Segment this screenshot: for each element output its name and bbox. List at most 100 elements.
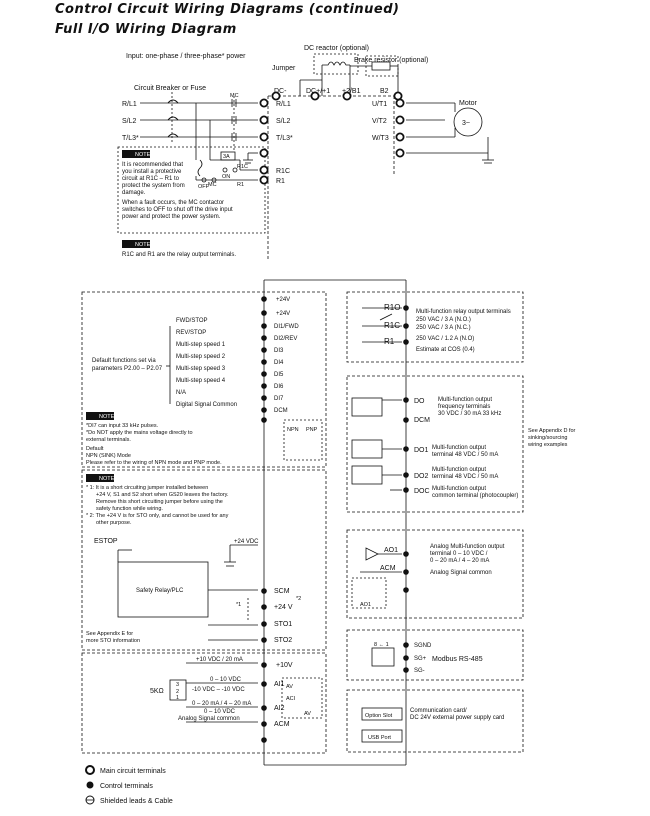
di-function-5: Multi-step speed 3 (176, 366, 226, 372)
page-title: Control Circuit Wiring Diagrams (continu… (55, 2, 400, 17)
rs485-sgplus: SG+ (414, 656, 427, 662)
note2-badge: NOTE (135, 242, 151, 248)
di-function-7: N/A (176, 390, 186, 396)
jumper-label: Jumper (272, 65, 296, 72)
di-note-2: *Do NOT apply the mains voltage directly… (86, 430, 193, 436)
drive-terminal-r: R/L1 (276, 101, 291, 108)
relay-terminal-r1: R1 (276, 178, 285, 185)
v24dc-label: +24 VDC (234, 539, 259, 545)
di-terminal-4: DI4 (274, 360, 284, 366)
page-subtitle: Full I/O Wiring Diagram (55, 22, 237, 37)
ai-switch-av1: AV (286, 684, 293, 690)
legend-symbols (85, 765, 95, 805)
rs485-label: Modbus RS-485 (432, 656, 483, 663)
switch-npn: NPN (287, 427, 299, 433)
do-terminal-doc: DOC (414, 488, 430, 495)
control-terminal (403, 655, 409, 661)
sto-note-badge: NOTE (99, 476, 115, 482)
sto-terminal-scm: SCM (274, 588, 290, 595)
relay-contact-symbol: 3A (223, 154, 230, 160)
comm-line-2: DC 24V external power supply card (410, 715, 504, 721)
line-label-r: R/L1 (122, 101, 137, 108)
relay-out-line-5: Estimate at COS (0.4) (416, 347, 475, 353)
relay-out-r1c: R1C (384, 321, 400, 330)
do-terminal-do: DO (414, 398, 425, 405)
main-terminal-symbol (85, 765, 95, 775)
output-terminal-v: V/T2 (372, 118, 387, 125)
di-terminal-1: DI1/FWD (274, 324, 299, 330)
control-terminal-symbol (86, 781, 94, 789)
analog-label-1: +10 VDC / 20 mA (196, 657, 243, 663)
note1-line-5: damage. (122, 190, 146, 196)
dc-minus-label: DC- (274, 88, 287, 95)
sto-note-badge-bg (86, 474, 114, 482)
do1-line-1: Multi-function output (432, 445, 486, 451)
main-input-terminal (259, 132, 269, 142)
ao-line-1: Analog Multi-function output (430, 544, 505, 550)
control-terminal (261, 737, 267, 743)
control-terminal (261, 335, 267, 341)
control-terminal (261, 383, 267, 389)
estop-label: ESTOP (94, 538, 118, 545)
note2-text: R1C and R1 are the relay output terminal… (122, 252, 236, 258)
di-note-1: *DI7 can input 33 kHz pulses. (86, 423, 159, 429)
note1-line-3: circuit at R1C – R1 to (122, 176, 180, 182)
di-function-6: Multi-step speed 4 (176, 378, 226, 384)
mc-label: MC (230, 93, 239, 99)
di-note-badge-bg (86, 412, 114, 420)
relay-out-line-3: 250 VAC / 3 A (N.C.) (416, 325, 471, 331)
do-terminal-dcm: DCM (414, 417, 430, 424)
option-slot-label: Option Slot (365, 713, 393, 719)
sto-terminal-sto1: STO1 (274, 621, 292, 628)
di-function-2: REV/STOP (176, 330, 206, 336)
control-terminal (261, 296, 267, 302)
main-output-terminal (395, 132, 405, 142)
relay-out-line-2: 250 VAC / 3 A (N.O.) (416, 317, 471, 323)
relay-small-r1c: R1C (237, 164, 248, 170)
ai-switch-aci: ACI (286, 696, 296, 702)
default-functions-2: parameters P2.00 – P2.07 (92, 366, 163, 372)
analog-label-3: -10 VDC – -10 VDC (192, 687, 245, 693)
drive-terminal-s: S/L2 (276, 118, 291, 125)
appendix-e-1: See Appendix E for (86, 631, 133, 637)
appendix-d-3: wiring examples (527, 442, 568, 448)
control-terminal (403, 417, 409, 423)
control-terminal (261, 604, 267, 610)
do-line-1: Multi-function output (438, 397, 492, 403)
ao-line-3: 0 – 20 mA / 4 – 20 mA (430, 558, 489, 564)
di-note-6: Please refer to the wiring of NPN mode a… (86, 460, 222, 466)
off-label: OFF (198, 184, 210, 190)
on-label: ON (222, 174, 230, 180)
ai-terminal-ai2: AI2 (274, 705, 285, 712)
ao-terminal-acm: ACM (380, 565, 396, 572)
relay-out-line-4: 250 VAC / 1.2 A (N.O) (416, 336, 474, 342)
output-terminal-u: U/T1 (372, 101, 387, 108)
b2-label: B2 (380, 88, 389, 95)
main-input-terminal (259, 115, 269, 125)
di-terminal-3: DI3 (274, 348, 284, 354)
control-terminal (403, 642, 409, 648)
di-terminal-7: DI7 (274, 396, 284, 402)
do-line-2: frequency terminals (438, 404, 490, 410)
main-input-terminal (259, 148, 269, 158)
control-terminal (261, 705, 267, 711)
sto-terminal-24v: +24 V (274, 604, 293, 611)
note-badge-bg (122, 150, 150, 158)
dc-bus-terminal (271, 91, 281, 101)
control-terminal (403, 339, 409, 345)
note1-line-4: protect the system from (122, 183, 185, 189)
control-terminal (261, 621, 267, 627)
pot-label: 5KΩ (150, 688, 164, 695)
legend-shielded: Shielded leads & Cable (100, 798, 173, 805)
analog-label-4: 0 – 20 mA / 4 – 20 mA (192, 701, 251, 707)
sto-note-3: Remove this short circuiting jumper befo… (96, 499, 223, 505)
relay-out-r1: R1 (384, 337, 395, 346)
dc-bus-terminal (393, 91, 403, 101)
control-terminal (261, 323, 267, 329)
di-function-3: Multi-step speed 1 (176, 342, 226, 348)
ao-line-2: terminal 0 – 10 VDC / (430, 551, 488, 557)
legend-main: Main circuit terminals (100, 768, 166, 775)
doc-line-2: common terminal (photocoupler) (432, 493, 518, 499)
note2-badge-bg (122, 240, 150, 248)
